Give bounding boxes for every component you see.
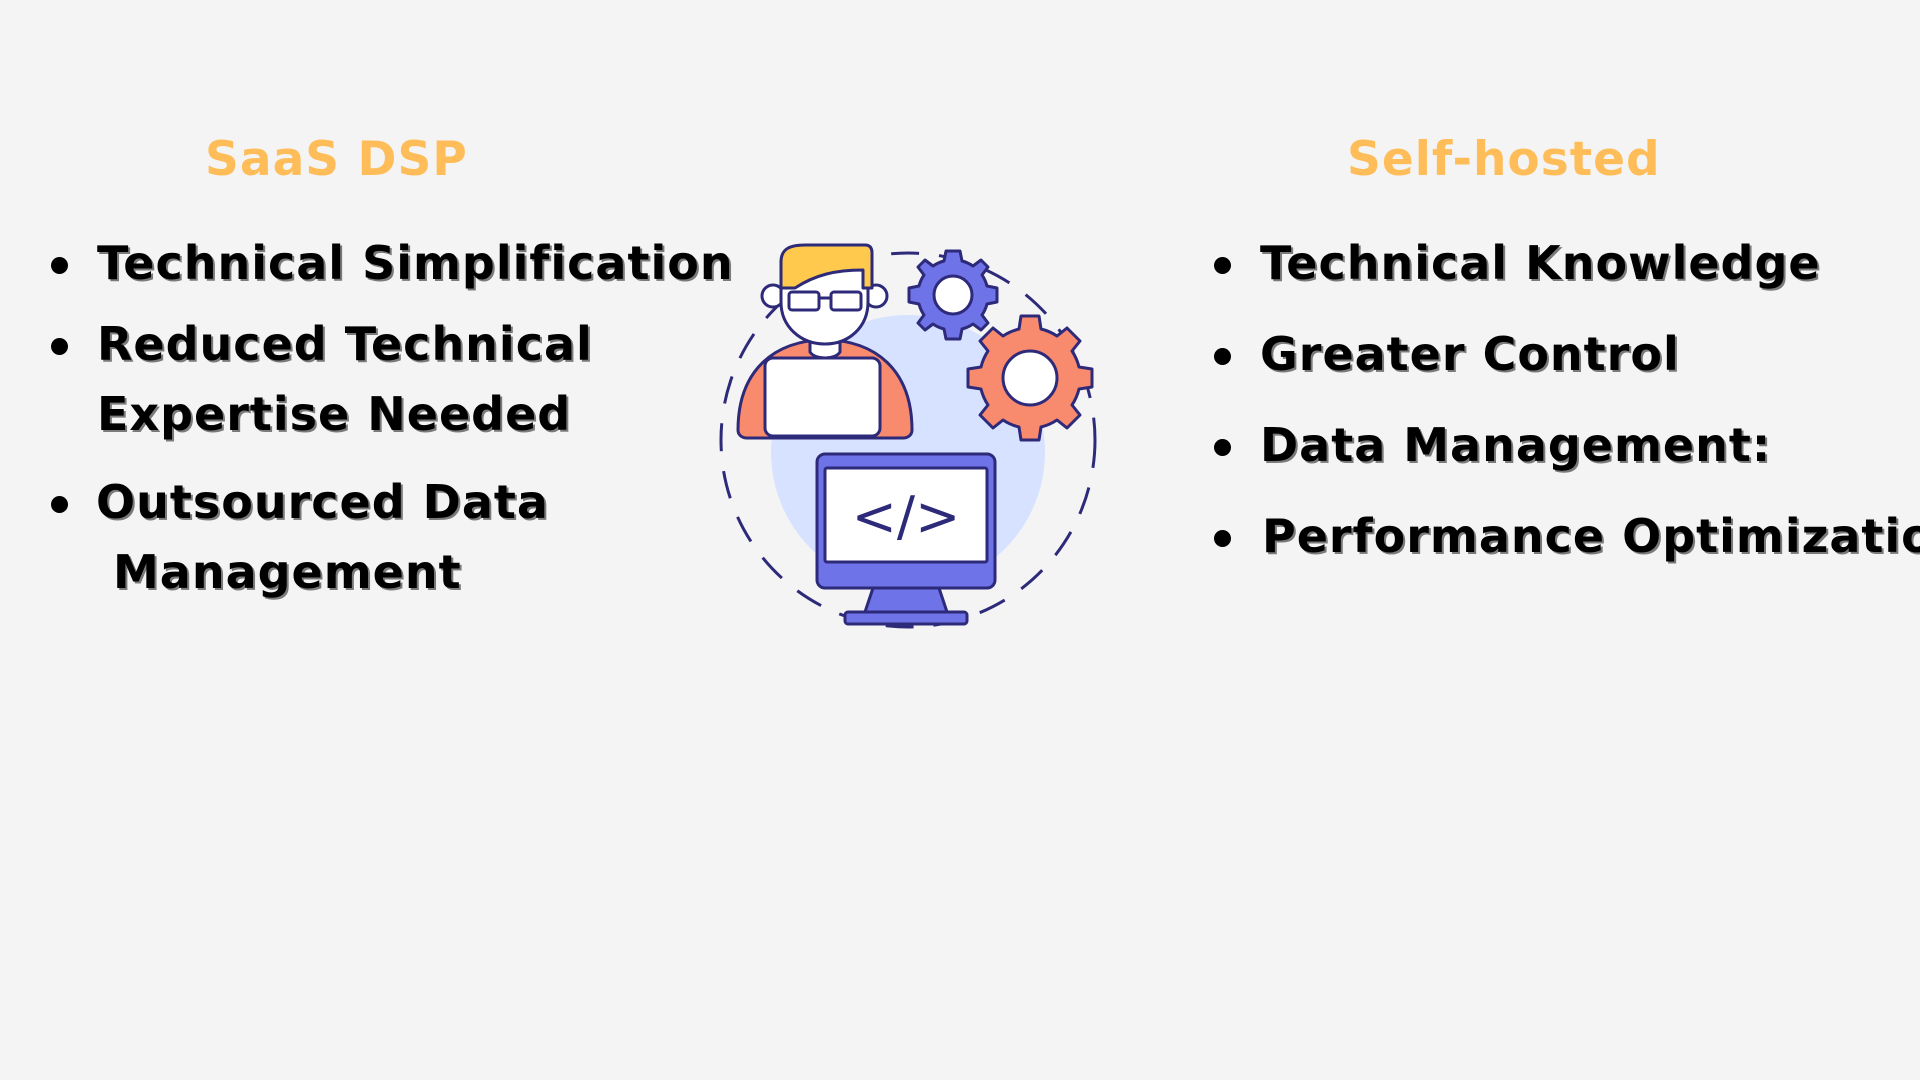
- laptop-icon: [755, 356, 890, 440]
- bullet-dot: [1214, 439, 1231, 456]
- bullet-dot: [1214, 257, 1231, 274]
- list-item-text: Reduced Technical Expertise Needed: [97, 317, 593, 441]
- small-gear-icon: [907, 249, 999, 341]
- list-item-text: Outsourced Data Management: [96, 475, 549, 599]
- monitor-code-icon: </>: [815, 452, 997, 626]
- list-item-text: Greater Control: [1260, 327, 1680, 381]
- large-gear-icon: [966, 314, 1094, 442]
- developer-illustration: </>: [719, 243, 1097, 629]
- saas-dsp-heading: SaaS DSP: [205, 132, 468, 187]
- bullet-dot: [51, 496, 68, 513]
- self-hosted-heading: Self-hosted: [1347, 132, 1661, 187]
- list-item-text: Technical Simplification: [97, 236, 734, 290]
- list-item-text: Data Management:: [1260, 418, 1772, 472]
- list-item-text: Technical Knowledge: [1260, 236, 1821, 290]
- bullet-dot: [1214, 530, 1231, 547]
- bullet-dot: [1214, 348, 1231, 365]
- dashed-orbit: [719, 251, 1097, 629]
- code-symbol: </>: [852, 485, 961, 548]
- bullet-dot: [51, 257, 68, 274]
- bullet-dot: [51, 338, 68, 355]
- list-item-text: Performance Optimization: [1262, 509, 1920, 563]
